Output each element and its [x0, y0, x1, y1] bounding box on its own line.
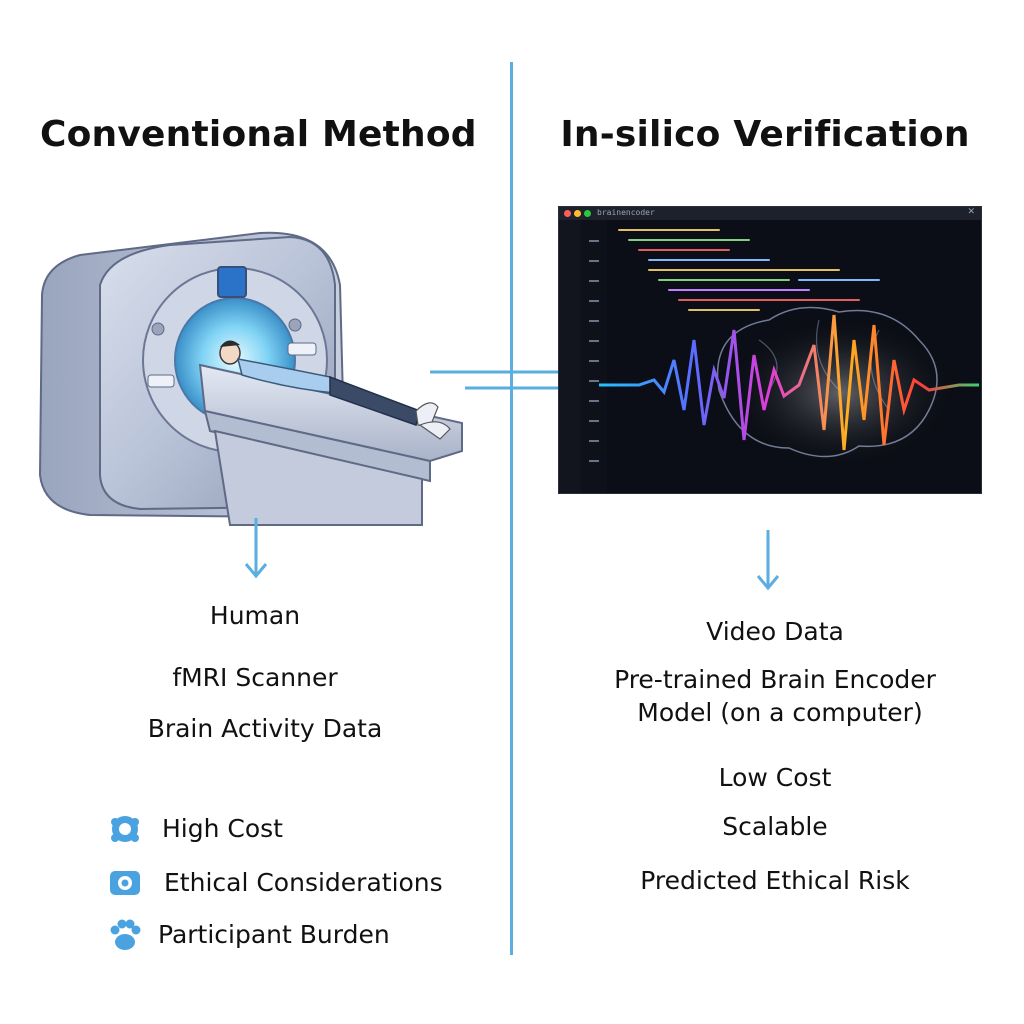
left-down-arrow [244, 518, 268, 579]
drawback-label: Ethical Considerations [164, 868, 443, 897]
money-icon [111, 816, 139, 842]
ethics-icon [110, 871, 140, 895]
left-step-brain-data: Brain Activity Data [147, 714, 383, 743]
window-title: brainencoder [597, 208, 655, 217]
right-title: In-silico Verification [560, 114, 970, 155]
right-step-model: Model (on a computer) [637, 698, 923, 727]
right-down-arrow [756, 530, 780, 591]
window-titlebar: brainencoder ✕ [559, 207, 981, 220]
mri-scanner-illustration [38, 231, 463, 526]
benefit-scalable: Scalable [722, 812, 828, 841]
left-step-fmri: fMRI Scanner [172, 663, 338, 692]
paw-icon [110, 919, 141, 950]
drawback-label: Participant Burden [158, 920, 390, 949]
maximize-dot-icon [584, 210, 591, 217]
minimize-dot-icon [574, 210, 581, 217]
drawback-label: High Cost [162, 814, 283, 843]
left-title: Conventional Method [40, 114, 477, 155]
close-icon: ✕ [967, 207, 975, 217]
left-step-human: Human [209, 601, 301, 630]
right-step-encoder: Pre-trained Brain Encoder [614, 665, 936, 694]
benefit-ethical-risk: Predicted Ethical Risk [640, 866, 910, 895]
code-editor-window: brainencoder ✕ [558, 206, 982, 494]
right-step-video-data: Video Data [706, 617, 844, 646]
brain-wave-visualization [559, 220, 979, 493]
close-dot-icon [564, 210, 571, 217]
column-divider [510, 62, 513, 955]
benefit-low-cost: Low Cost [718, 763, 832, 792]
